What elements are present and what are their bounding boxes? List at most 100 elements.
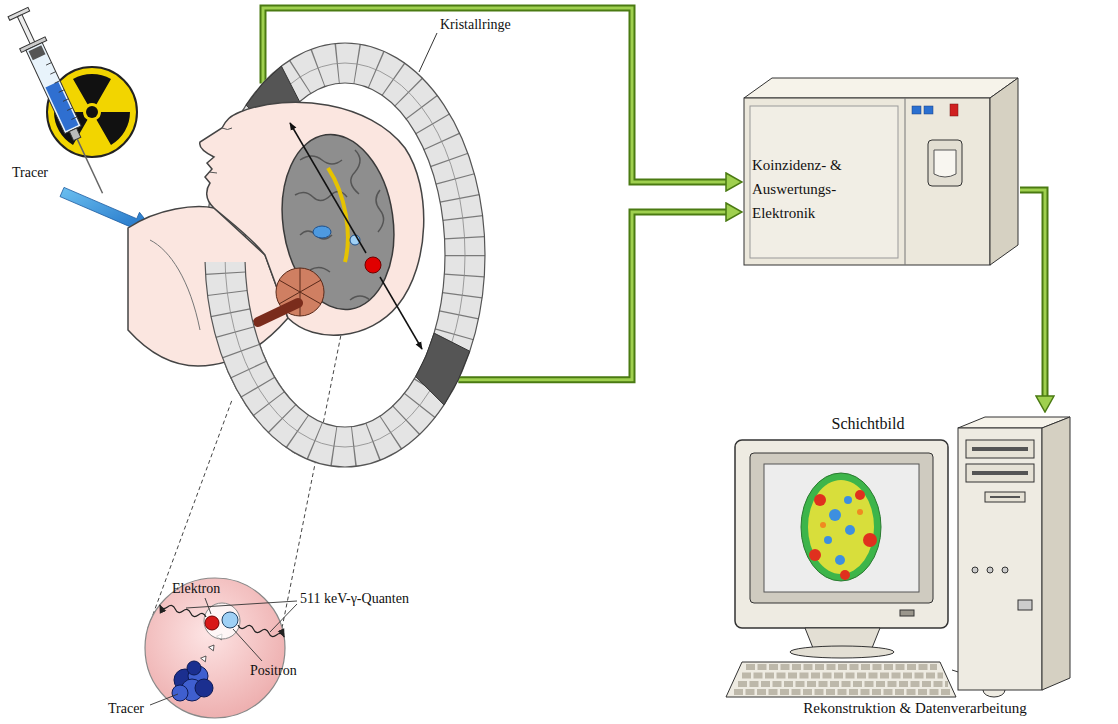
radiation-symbol-part	[73, 74, 111, 104]
syringe-part	[17, 15, 35, 46]
monitor-part	[900, 610, 914, 616]
brain-scan-image-part	[820, 522, 826, 528]
crystal-ring-front	[205, 262, 295, 467]
tower-part	[972, 447, 1028, 451]
connector-outline	[458, 212, 726, 380]
cabinet-illustration-part	[905, 98, 906, 265]
crystal-ring-scanner: Kristallringe	[135, 0, 529, 480]
radiation-symbol-part	[86, 106, 98, 118]
brain	[258, 123, 422, 349]
brain-scan-image-part	[855, 490, 865, 500]
tower-part	[1018, 600, 1032, 610]
cabinet-illustration-part	[950, 104, 958, 116]
brain-scan-image-part	[829, 509, 841, 521]
brain-part-part	[351, 150, 360, 194]
leader-line	[419, 33, 437, 72]
signal-connector	[1020, 190, 1045, 396]
tracer-nucleus-part	[172, 685, 188, 701]
keyboard	[726, 662, 956, 697]
tower-part	[990, 496, 1020, 498]
tower-part	[966, 440, 1034, 458]
positron-dot	[222, 612, 238, 628]
computer-workstation: SchichtbildRekonstruktion & Datenverarbe…	[725, 412, 1080, 722]
patient-body-part	[150, 240, 200, 330]
connector-line	[1020, 190, 1045, 396]
tower-part	[985, 492, 1025, 502]
tower-part	[972, 567, 978, 573]
leader-lines-part	[233, 629, 262, 661]
patient-head-part	[209, 172, 217, 173]
tracer-nucleus-part	[187, 661, 201, 675]
monitor-part	[805, 628, 880, 648]
syringe-part	[29, 45, 46, 60]
signal-connector	[458, 212, 726, 380]
callout-label: Elektron	[172, 580, 220, 597]
callout-label: Tracer	[12, 164, 48, 181]
brain-scan-image-part	[835, 555, 845, 565]
leader-lines	[150, 598, 297, 705]
brain-scan-image	[801, 473, 881, 581]
syringe-part	[26, 43, 81, 134]
connector-line	[458, 212, 726, 380]
leader-lines-part	[186, 601, 297, 608]
annihilation-halo	[204, 603, 240, 639]
syringe-part	[45, 82, 78, 131]
callout-label: Positron	[250, 662, 297, 679]
brain-scan-image-part	[808, 480, 874, 574]
tracer-nucleus-part	[195, 679, 213, 697]
tower-part	[987, 567, 993, 573]
tracer-nucleus	[172, 661, 213, 701]
brain-part-part	[300, 156, 342, 164]
brain-scan-image-part	[844, 496, 852, 504]
syringe-part	[77, 139, 102, 193]
monitor-part	[750, 453, 933, 603]
electron-dot	[205, 616, 219, 630]
cabinet-illustration-part	[924, 106, 933, 114]
brain-scan-image-part	[824, 536, 832, 544]
leader-lines-part	[205, 598, 211, 614]
monitor	[735, 440, 948, 658]
callout-label: 511 keV-γ-Quanten	[300, 590, 409, 607]
brain-scan-image-part	[857, 509, 863, 515]
leader-lines-part	[150, 694, 178, 705]
positron-path-part	[201, 656, 206, 662]
brain-part	[271, 127, 404, 317]
brain-part	[290, 123, 366, 253]
tower-part	[966, 464, 1034, 482]
cabinet-illustration-part	[934, 150, 956, 177]
tower-part	[972, 471, 1028, 475]
box-text: Koinzidenz- & Auswertungs-Elektronik	[752, 153, 867, 225]
monitor-part	[790, 646, 894, 658]
monitor-part	[764, 464, 919, 592]
keyboard-part	[726, 662, 956, 697]
patient-head-part	[222, 128, 232, 130]
tower-part	[958, 428, 1042, 690]
brain-scan-image-part	[801, 473, 881, 581]
brain-scan-image-part	[809, 549, 821, 561]
cabinet-illustration-part	[928, 140, 962, 186]
scanner-illustration	[135, 0, 525, 480]
electronics-cabinet: Koinzidenz- & Auswertungs-Elektronik	[742, 75, 1020, 270]
radiation-symbol-part	[97, 112, 131, 145]
brain-scan-image-part	[863, 533, 877, 547]
cabinet-illustration-part	[750, 106, 898, 258]
monitor-part	[735, 440, 948, 628]
leader-lines-part	[270, 604, 297, 632]
brain-part	[380, 277, 422, 349]
keyboard-part	[734, 667, 951, 692]
syringe	[5, 6, 115, 199]
brain-part-part	[376, 190, 384, 232]
zoom-dashed-lines-part	[148, 400, 232, 628]
computer-illustration	[725, 412, 1080, 722]
brain-part	[365, 257, 381, 273]
connector-outline	[1020, 190, 1045, 396]
syringe-part	[46, 63, 77, 120]
part-label: Kristallringe	[440, 16, 529, 33]
brain-part	[328, 168, 348, 262]
brain-part-part	[350, 296, 370, 300]
gamma-wave	[238, 625, 284, 637]
brain-part	[313, 226, 331, 238]
annihilation-inset-part	[145, 578, 285, 718]
annihilation-inset	[145, 578, 297, 718]
